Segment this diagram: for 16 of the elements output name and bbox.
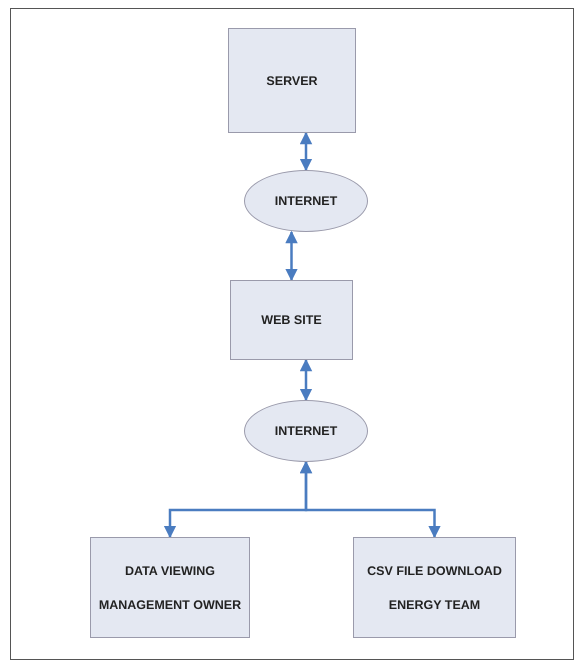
connector-arrow (300, 132, 312, 172)
node-label: DATA VIEWING (124, 562, 216, 580)
connector-arrow (300, 358, 312, 402)
node-label: INTERNET (274, 423, 338, 440)
node-label: CSV FILE DOWNLOAD (367, 562, 502, 580)
node-label: SERVER (266, 72, 318, 90)
node-label: ENERGY TEAM (388, 596, 480, 614)
connector-arrow (300, 460, 441, 538)
process-box (353, 537, 516, 638)
connector-arrow (285, 230, 298, 282)
node-label: WEB SITE (261, 312, 322, 329)
process-box (228, 28, 356, 133)
node-label: INTERNET (274, 193, 338, 210)
process-box (90, 537, 250, 638)
node-label: MANAGEMENT OWNER (98, 596, 242, 614)
process-box (230, 280, 353, 360)
